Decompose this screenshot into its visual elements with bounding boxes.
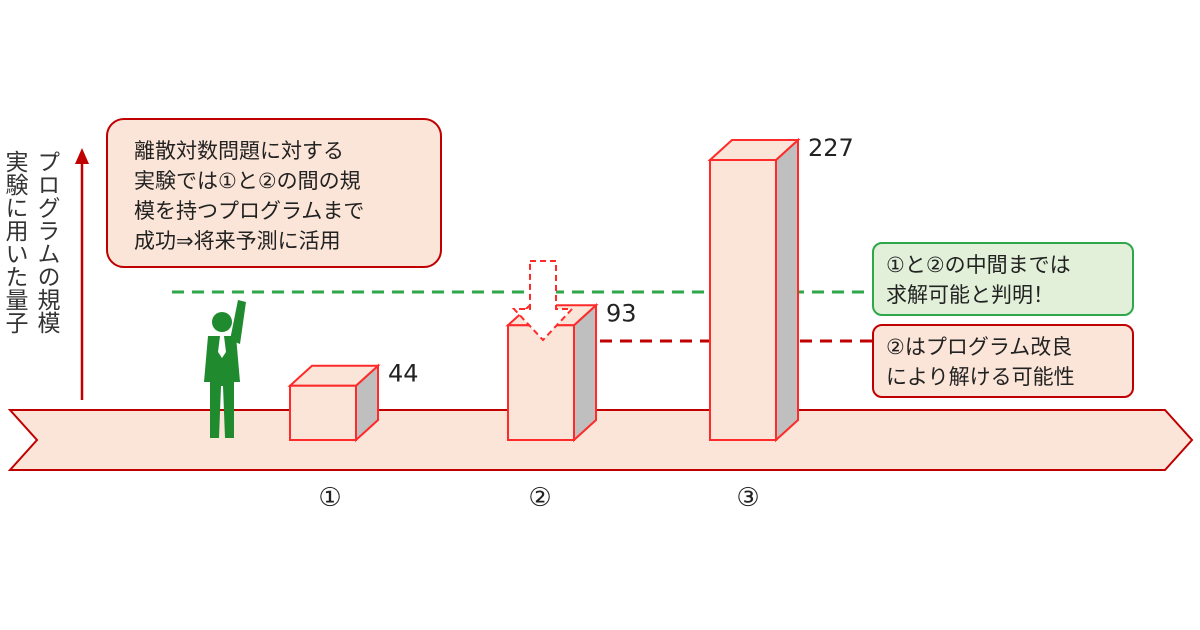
callout-experiment-line-3: 模を持つプログラムまで [134,199,365,223]
category-label-1: ① [318,483,341,513]
callout-experiment-line-1: 離散対数問題に対する [134,139,344,163]
bar-side-face [775,137,799,443]
callout-experiment: 離散対数問題に対する 実験では①と②の間の規 模を持つプログラムまで 成功⇒将来… [106,118,442,268]
callout-improve-line-2: により解ける可能性 [886,365,1075,389]
category-label-3: ③ [736,483,759,513]
category-label-2: ② [528,483,551,513]
y-axis-label-line-2: プログラムの規模 [33,150,61,334]
bar-front-face [507,324,575,441]
y-axis-label-line-1: 実験に用いた量子 [1,150,29,334]
businessman-pointing-up-icon [204,300,246,438]
bar-1: 44 [287,360,419,443]
callout-improve-line-1: ②はプログラム改良 [886,335,1073,359]
y-axis-arrow [75,148,89,400]
bar-side-face [573,303,597,443]
bar-3: 227 [707,134,854,443]
bar-front-face [289,384,357,441]
callout-solvable-line-1: ①と②の中間までは [886,253,1071,277]
down-arrow-icon [511,260,575,342]
bar-value-label: 227 [808,134,854,162]
bar-2: 93 [505,299,637,443]
bar-value-label: 44 [388,360,419,388]
callout-solvable-line-2: 求解可能と判明！ [886,283,1054,307]
y-axis-label: 実験に用いた量子 プログラムの規模 [1,150,61,334]
bar-front-face [709,159,777,441]
callout-experiment-line-2: 実験では①と②の間の規 [134,169,361,193]
bar-value-label: 93 [606,299,637,327]
callout-solvable: ①と②の中間までは 求解可能と判明！ [872,242,1134,316]
timeline-ribbon [7,409,1194,471]
callout-experiment-line-4: 成功⇒将来予測に活用 [134,229,341,253]
bars-group: 44 93 227 [287,134,854,443]
callout-improve: ②はプログラム改良 により解ける可能性 [872,324,1134,398]
category-labels: ① ② ③ [318,483,759,513]
